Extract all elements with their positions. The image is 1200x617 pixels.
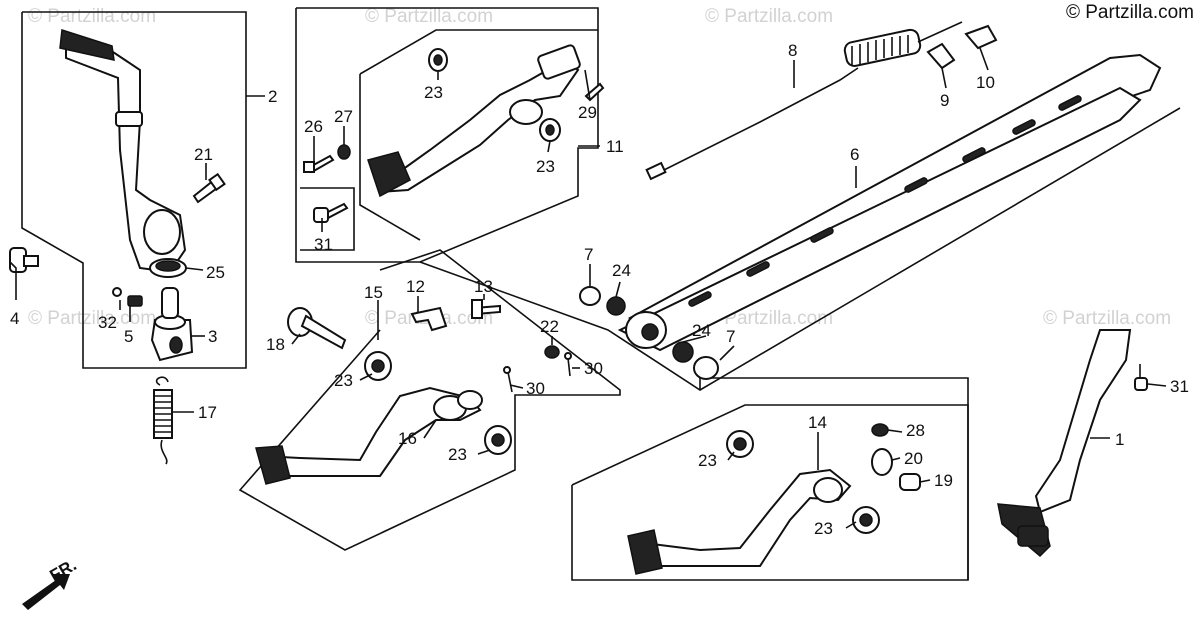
kickstarter-group-frame <box>21 11 247 369</box>
watermark-3: © Partzilla.com <box>705 6 833 27</box>
bolt-4 <box>9 247 39 273</box>
bolt-13 <box>471 299 501 319</box>
watermark-7: © Partzilla.com <box>1043 308 1171 329</box>
callout-4: 4 <box>10 309 19 328</box>
brake-pedal-subframe-2 <box>359 74 421 241</box>
kickstarter-1 <box>997 329 1132 558</box>
lock-washer-24a <box>606 296 626 316</box>
clip-12 <box>410 306 448 332</box>
brake-cable-8 <box>645 21 963 181</box>
watermark-2: © Partzilla.com <box>365 6 493 27</box>
kickstarter-arm <box>59 29 187 274</box>
seal-ring-25 <box>149 258 187 278</box>
callout-7a: 7 <box>584 245 593 264</box>
callout-6: 6 <box>850 145 859 164</box>
brake-pedal-group-frame <box>295 7 599 263</box>
callout-30a: 30 <box>584 359 603 378</box>
callout-13: 13 <box>474 277 493 296</box>
callout-15: 15 <box>364 283 383 302</box>
callout-5: 5 <box>124 327 133 346</box>
callout-23c: 23 <box>334 371 353 390</box>
callout-26: 26 <box>304 117 323 136</box>
callout-1: 1 <box>1115 430 1124 449</box>
callout-31a: 31 <box>314 235 333 254</box>
callout-10: 10 <box>976 73 995 92</box>
cap-28 <box>871 423 889 437</box>
brake-pedal-subframe <box>359 29 598 75</box>
callout-23b: 23 <box>536 157 555 176</box>
kick-boss-3 <box>150 287 194 362</box>
bolt-21 <box>192 172 226 204</box>
callout-18: 18 <box>266 335 285 354</box>
cotter-pin-30a <box>564 352 572 377</box>
callout-11: 11 <box>606 137 624 156</box>
shift-pedal-14 <box>627 430 880 575</box>
cotter-pin-30b <box>503 366 513 393</box>
step-bar-6 <box>617 53 1162 352</box>
nut-22 <box>544 345 560 359</box>
callout-23f: 23 <box>814 519 833 538</box>
nut-27 <box>337 144 351 160</box>
clip-10 <box>964 24 998 50</box>
leader-lines <box>9 47 1167 529</box>
callout-16: 16 <box>398 429 417 448</box>
watermark-6: © Partzilla.com <box>705 308 833 329</box>
pivot-bolt-18 <box>287 307 347 350</box>
callout-28: 28 <box>906 421 925 440</box>
spring-5 <box>112 287 143 307</box>
bolt-26 <box>303 154 335 174</box>
collar-20 <box>871 448 893 476</box>
front-arrow: FR. <box>22 555 80 610</box>
front-arrow-label: FR. <box>47 555 80 585</box>
callouts: 1 2 3 4 5 6 7 7 8 9 10 11 12 13 14 15 16… <box>10 41 1189 538</box>
shift-pedal-group-frame <box>571 404 969 581</box>
change-pedal-group-frame <box>238 249 621 551</box>
callout-24b: 24 <box>692 321 711 340</box>
callout-27: 27 <box>334 107 353 126</box>
callout-7b: 7 <box>726 327 735 346</box>
group-frames <box>21 7 1181 581</box>
washer-7a <box>579 286 601 306</box>
callout-23e: 23 <box>698 451 717 470</box>
callout-14: 14 <box>808 413 827 432</box>
watermark-1: © Partzilla.com <box>28 6 156 27</box>
callout-23d: 23 <box>448 445 467 464</box>
callout-2: 2 <box>268 87 277 106</box>
callout-3: 3 <box>208 327 217 346</box>
copyright-notice: © Partzilla.com <box>1065 2 1194 23</box>
brake-pedal-11 <box>367 44 605 198</box>
callout-31b: 31 <box>1170 377 1189 396</box>
callout-29: 29 <box>578 103 597 122</box>
callout-32: 32 <box>98 313 117 332</box>
callout-9: 9 <box>940 91 949 110</box>
bolt-31 <box>313 202 349 223</box>
callout-21: 21 <box>194 145 213 164</box>
callout-12: 12 <box>406 277 425 296</box>
bolt-subframe <box>300 187 355 251</box>
lock-washer-24b <box>672 341 694 363</box>
change-pedal-16 <box>255 351 512 485</box>
callout-24a: 24 <box>612 261 631 280</box>
callout-8: 8 <box>788 41 797 60</box>
callout-20: 20 <box>904 449 923 468</box>
callout-23a: 23 <box>424 83 443 102</box>
bush-19 <box>899 473 921 491</box>
callout-22: 22 <box>540 317 559 336</box>
callout-30b: 30 <box>526 379 545 398</box>
callout-19: 19 <box>934 471 953 490</box>
callout-17: 17 <box>198 403 217 422</box>
step-bar-frame <box>419 107 1181 391</box>
bolt-31b <box>1134 364 1148 391</box>
washer-7b <box>693 356 719 380</box>
watermark-4: © Partzilla.com <box>28 308 156 329</box>
cable-end-9 <box>926 42 956 70</box>
watermarks: © Partzilla.com © Partzilla.com © Partzi… <box>28 6 1171 329</box>
callout-25: 25 <box>206 263 225 282</box>
return-spring-17 <box>153 376 173 465</box>
